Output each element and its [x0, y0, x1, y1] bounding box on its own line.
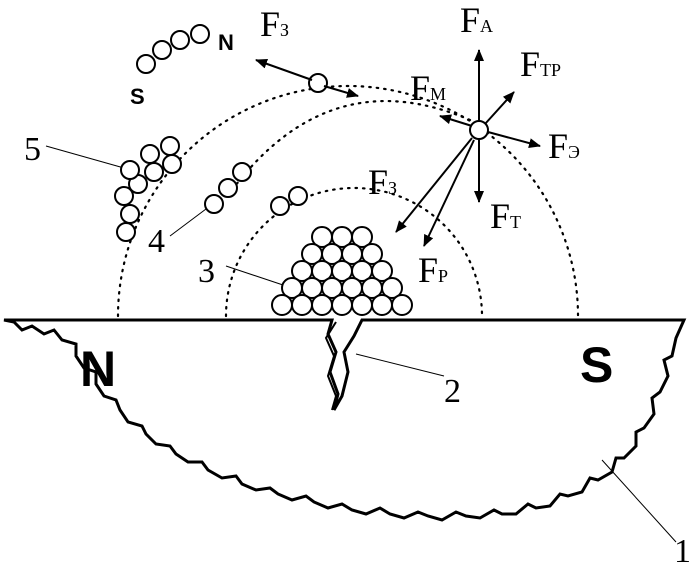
leader-2 — [355, 353, 445, 377]
ftr-label: FТР — [520, 44, 561, 84]
fe-label: FЭ — [548, 126, 580, 166]
fe-arrow — [487, 131, 541, 148]
particle-pair — [270, 186, 308, 216]
fr-arrow — [423, 139, 475, 247]
particle-chain-4 — [204, 162, 252, 214]
leader-3 — [225, 265, 293, 289]
magnet-body — [3, 318, 687, 522]
fz-top-label: FЗ — [260, 4, 289, 44]
leader-1 — [601, 459, 677, 543]
fa-label: FА — [460, 0, 493, 40]
fm-arrow — [439, 114, 473, 127]
label-4: 4 — [148, 223, 165, 260]
chain-north-label: N — [218, 30, 234, 55]
fz-mid-label: FЗ — [368, 162, 397, 202]
crack-line — [324, 321, 338, 411]
field-line-outer — [116, 84, 580, 318]
particle-chain-5 — [114, 136, 182, 242]
field-line-middle — [224, 186, 484, 318]
leader-5 — [45, 145, 125, 169]
particle-heap — [271, 226, 413, 316]
leader-4 — [169, 205, 211, 237]
chain-south-label: S — [130, 84, 145, 109]
magnet-north-label: N — [80, 341, 116, 397]
label-1: 1 — [674, 533, 691, 568]
fr-label: FР — [418, 250, 448, 290]
fz-top-arrow-left — [255, 58, 313, 81]
label-5: 5 — [24, 131, 41, 168]
ftr-arrow — [484, 91, 515, 125]
fm-label: FМ — [410, 68, 446, 108]
label-3: 3 — [198, 253, 215, 290]
field-line-top — [230, 100, 472, 192]
magnet-south-label: S — [580, 337, 613, 393]
ft-label: FТ — [490, 196, 521, 236]
fz-mid-arrow — [395, 137, 473, 233]
particle-chain-top — [136, 24, 210, 74]
fz-top-arrow-right — [323, 85, 359, 98]
label-2: 2 — [444, 373, 461, 410]
particle-upper — [308, 73, 328, 93]
particle-forces — [469, 120, 489, 140]
